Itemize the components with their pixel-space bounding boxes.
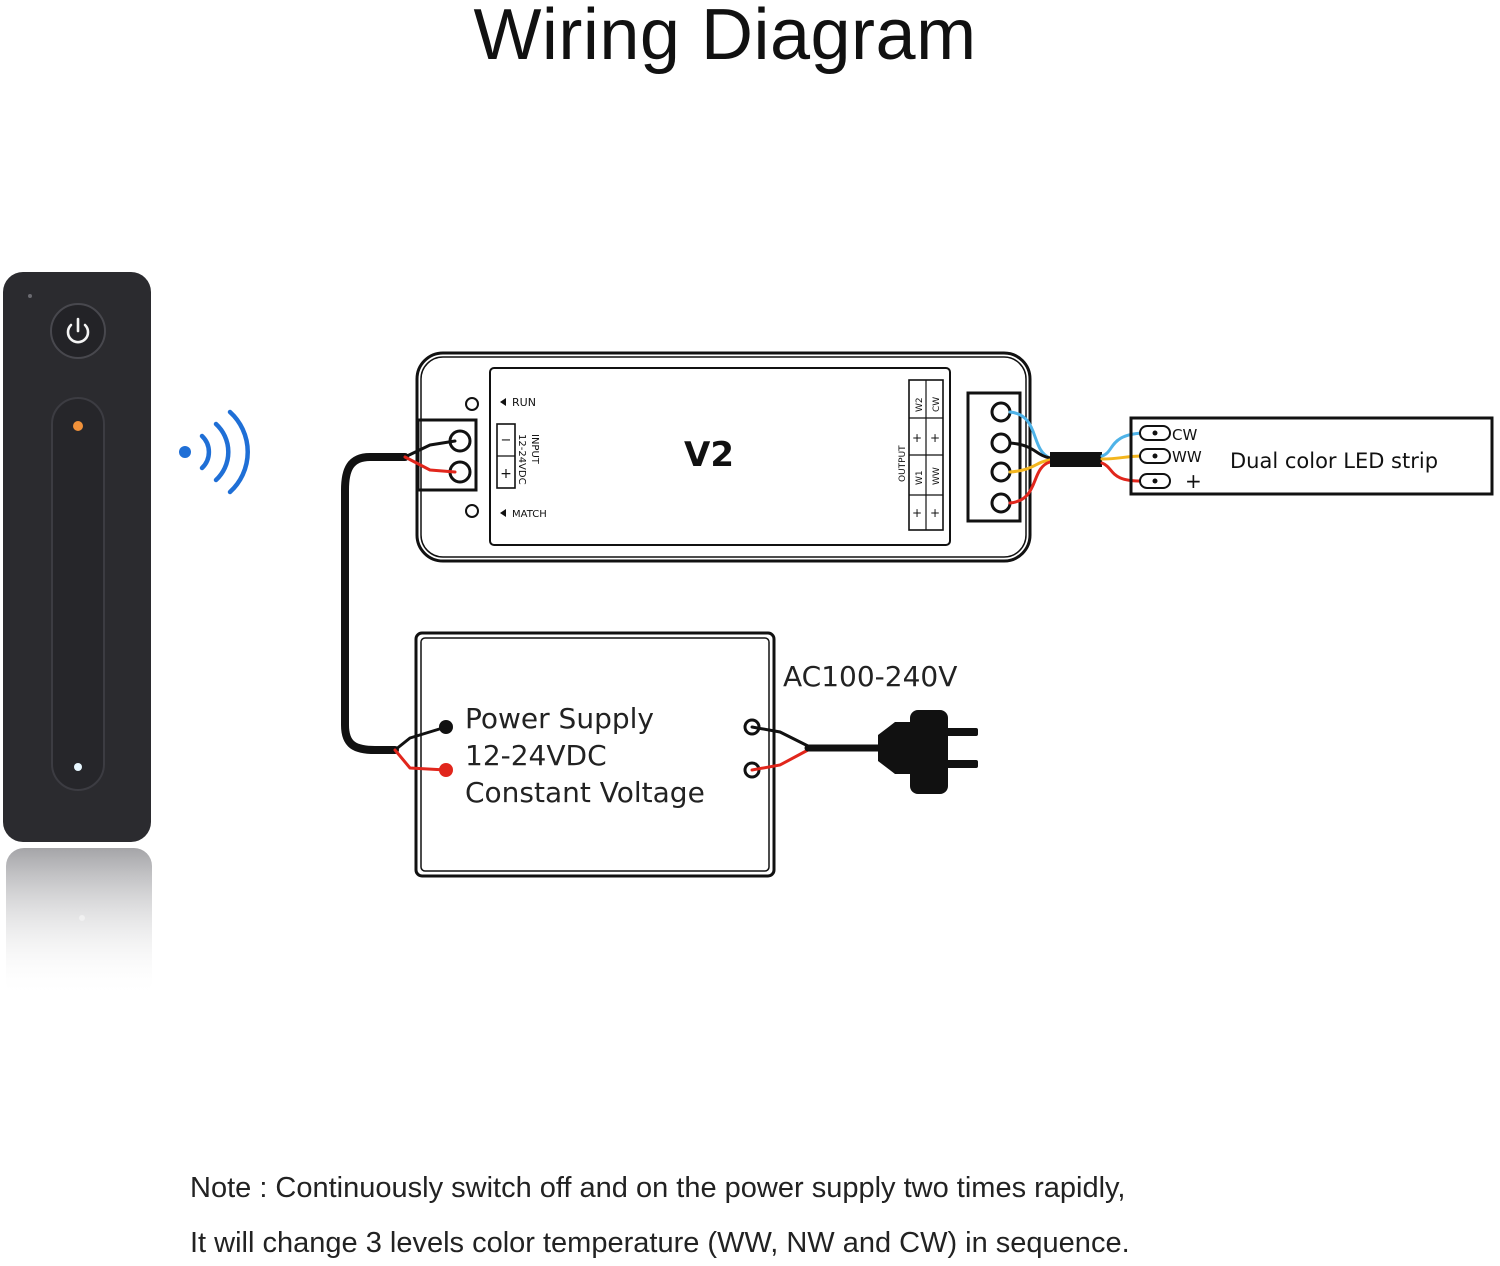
remote-control <box>3 272 152 998</box>
input-terminal <box>416 418 478 492</box>
controller-inner <box>420 356 1027 558</box>
remote-led <box>28 294 32 298</box>
output-term-cw: CW <box>932 397 942 412</box>
note-line-2: It will change 3 levels color temperatur… <box>190 1227 1130 1259</box>
controller-model: V2 <box>684 435 734 475</box>
led-strip-label: Dual color LED strip <box>1230 449 1438 473</box>
power-supply: Power Supply 12-24VDC Constant Voltage A… <box>414 631 957 878</box>
input-minus: − <box>501 433 512 448</box>
output-plus-1: + <box>912 431 922 445</box>
output-terminal <box>966 391 1022 523</box>
led-pin-ww: WW <box>1172 448 1202 466</box>
output-plus-2: + <box>930 431 940 445</box>
wireless-signal-icon <box>179 409 250 495</box>
output-term-ww: WW <box>932 467 942 485</box>
slider-cool-indicator <box>74 763 82 771</box>
ac-wires <box>750 725 884 772</box>
output-wires <box>1008 410 1147 505</box>
controller <box>415 351 1032 563</box>
power-icon[interactable] <box>50 303 106 359</box>
power-supply-line1: Power Supply <box>465 702 654 735</box>
output-plus-3: + <box>912 506 922 520</box>
output-label: OUTPUT <box>898 445 908 482</box>
note-line-1: Note : Continuously switch off and on th… <box>190 1172 1126 1204</box>
diagram-title: Wiring Diagram <box>473 0 977 75</box>
power-supply-line2: 12-24VDC <box>465 739 607 772</box>
ac-voltage-label: AC100-240V <box>783 660 957 693</box>
run-label: RUN <box>512 396 536 409</box>
led-pin-plus: + <box>1185 469 1202 493</box>
led-strip: CW WW + Dual color LED strip <box>1129 416 1494 496</box>
ac-plug-icon <box>878 710 978 794</box>
remote-reflection <box>6 848 152 998</box>
led-pin-cw: CW <box>1172 426 1197 444</box>
input-plus: + <box>500 466 512 482</box>
match-label: MATCH <box>512 509 547 520</box>
output-term-w2: W2 <box>915 397 925 412</box>
input-voltage: 12-24VDC <box>516 434 527 485</box>
output-plus-4: + <box>930 506 940 520</box>
power-supply-line3: Constant Voltage <box>465 776 705 809</box>
slider-warm-indicator <box>73 421 83 431</box>
dc-wires <box>341 439 457 772</box>
reflection-dot <box>79 915 85 921</box>
input-label: INPUT <box>529 434 540 465</box>
controller-label-panel <box>489 367 951 546</box>
output-term-w1: W1 <box>915 470 925 485</box>
